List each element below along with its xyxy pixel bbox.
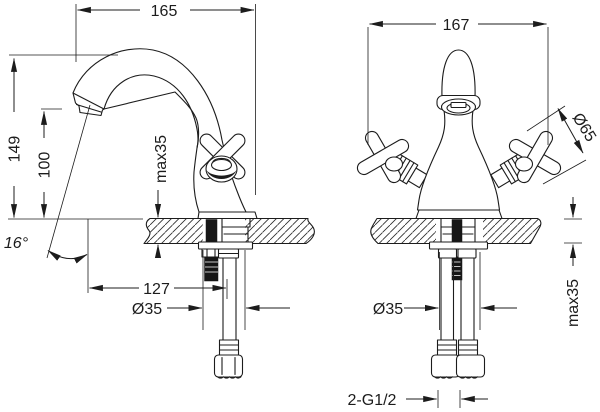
dimension-supply-connection: 2-G1/2 bbox=[348, 390, 488, 409]
mounting-flange-side bbox=[197, 241, 254, 250]
dimension-outlet-offset: 127 bbox=[88, 279, 228, 299]
outlet-offset-label: 127 bbox=[143, 281, 170, 298]
hub-shadow bbox=[206, 170, 237, 179]
mounting-flange-front bbox=[428, 241, 489, 250]
dimension-outlet-height: 100 bbox=[37, 108, 62, 219]
supply-hoses-front bbox=[430, 248, 486, 379]
stud-nut-side bbox=[201, 248, 221, 258]
max-deck-front-label: max35 bbox=[565, 279, 582, 327]
hole-diameter-front-label: Ø35 bbox=[373, 301, 403, 318]
cross-handle-side bbox=[199, 133, 246, 183]
faucet-side-view bbox=[46, 48, 258, 379]
base-plinth-front bbox=[415, 209, 503, 220]
outlet-detail bbox=[450, 101, 467, 109]
hose-collar-right bbox=[457, 339, 479, 356]
hose-collar-side bbox=[218, 339, 240, 356]
dimension-spout-reach: 165 bbox=[75, 3, 256, 195]
handle-hub bbox=[384, 156, 404, 172]
hose-connectors-front bbox=[430, 354, 486, 379]
dimension-max-deck-side: max35 bbox=[153, 135, 170, 259]
water-stream-line bbox=[46, 104, 91, 259]
threaded-rod-side bbox=[204, 256, 219, 282]
threaded-stud-in-hole-front bbox=[451, 219, 463, 243]
dimension-overall-width: 167 bbox=[367, 17, 549, 145]
overall-height-label: 149 bbox=[7, 136, 24, 163]
handle-diameter-label: Ø65 bbox=[569, 110, 599, 145]
threaded-stud-in-hole bbox=[205, 219, 218, 243]
supply-connection-label: 2-G1/2 bbox=[348, 392, 397, 409]
body-front bbox=[416, 109, 501, 211]
handle-hub bbox=[514, 156, 534, 172]
faucet-front-view bbox=[356, 49, 562, 379]
dimension-max-deck-front: max35 bbox=[564, 197, 582, 327]
dimension-stream-angle: 16° bbox=[4, 235, 88, 264]
shank-and-supply-front bbox=[428, 218, 489, 379]
spout-head-front bbox=[436, 49, 481, 116]
stream-angle-label: 16° bbox=[4, 235, 29, 252]
hose-collar-left bbox=[436, 339, 458, 356]
right-cross-handle-front bbox=[490, 130, 562, 189]
base-plinth-side bbox=[197, 211, 258, 220]
hole-diameter-side-label: Ø35 bbox=[132, 301, 162, 318]
dimension-hole-diameter-front: Ø35 bbox=[373, 252, 517, 330]
shank-and-supply-side bbox=[197, 218, 254, 379]
spout-side bbox=[72, 48, 247, 213]
overall-width-label: 167 bbox=[443, 17, 470, 34]
max-deck-side-label: max35 bbox=[153, 135, 170, 183]
left-cross-handle-front bbox=[356, 130, 428, 189]
supply-hose-side bbox=[213, 248, 244, 379]
spout-reach-label: 165 bbox=[151, 3, 178, 20]
dimension-overall-height: 149 bbox=[7, 54, 143, 220]
handle-hub-side bbox=[205, 155, 238, 183]
outlet-height-label: 100 bbox=[37, 152, 54, 179]
hose-connector-side bbox=[213, 354, 244, 379]
dimension-hole-diameter-side: Ø35 bbox=[132, 250, 290, 330]
